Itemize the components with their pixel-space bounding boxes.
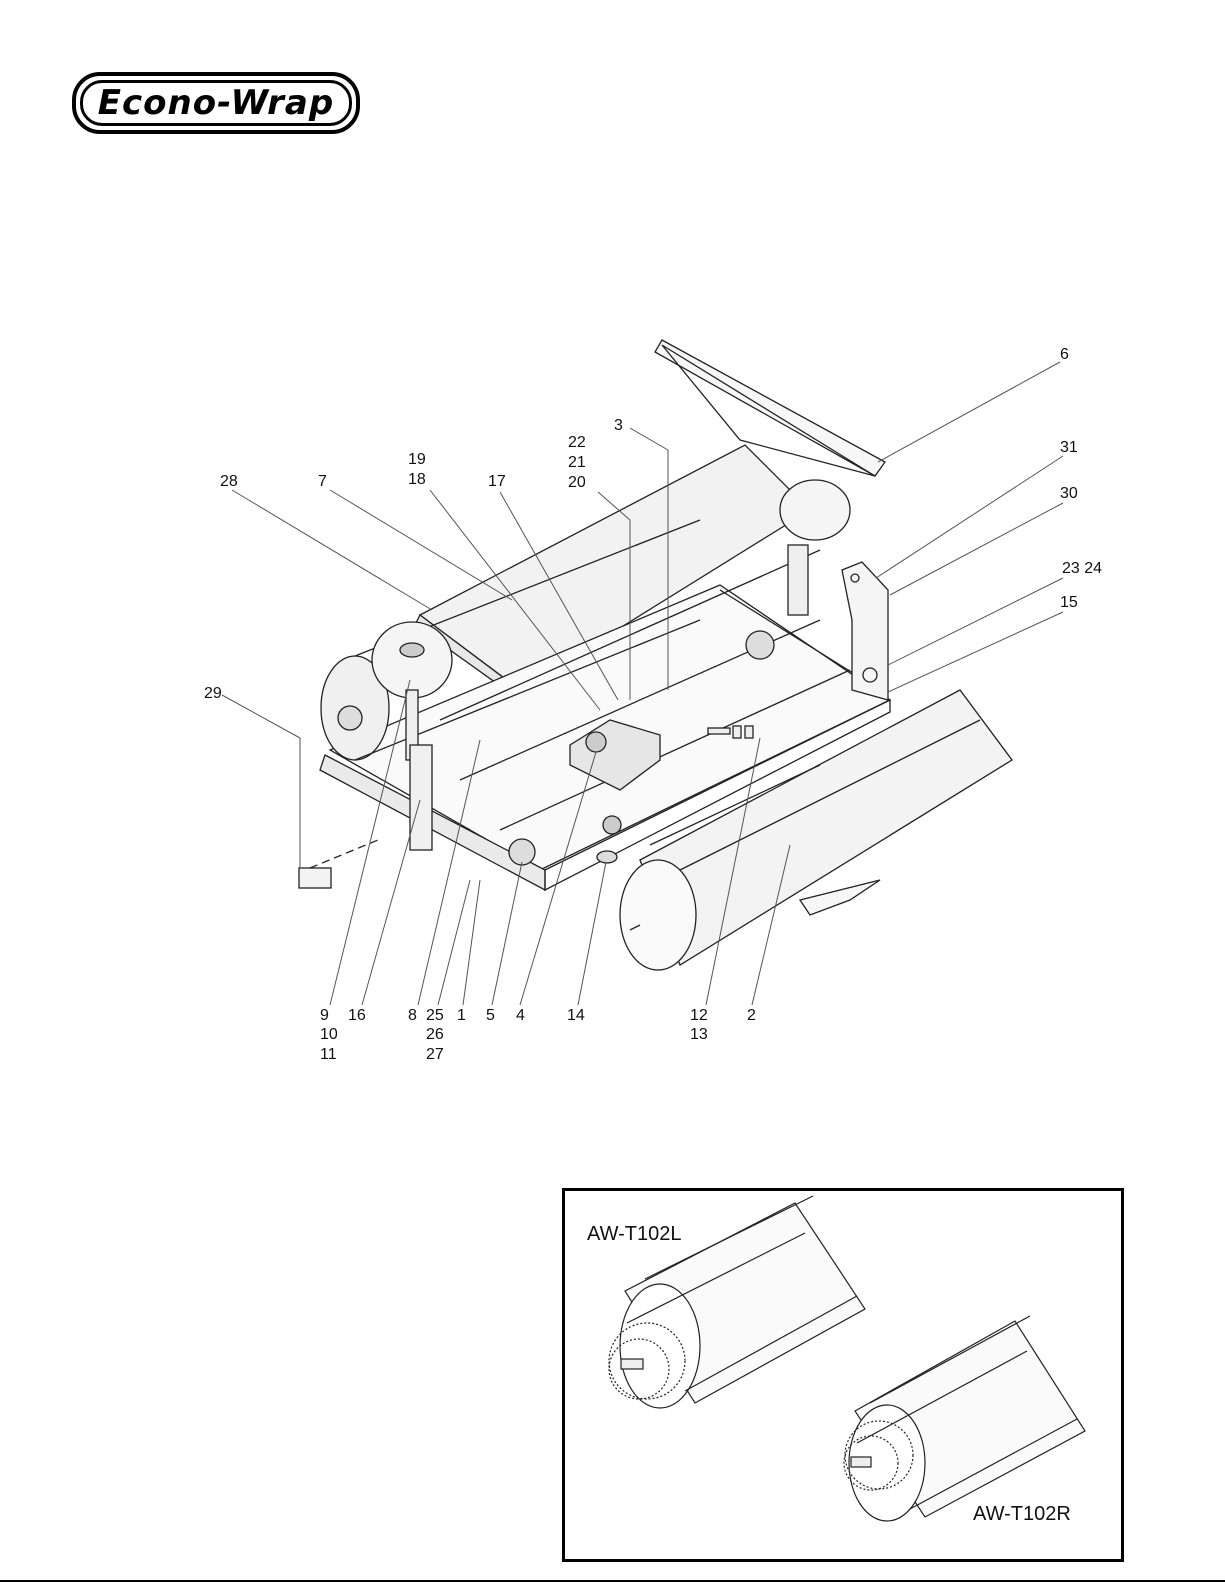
- shaft-left: [621, 1359, 643, 1369]
- callout-29: 29: [204, 685, 222, 702]
- left-leg-tube: [410, 745, 432, 850]
- center-bearing: [586, 732, 606, 752]
- frame-drawing: [299, 340, 1012, 970]
- callout-18: 18: [408, 471, 426, 488]
- left-bearing: [338, 706, 362, 730]
- callout-31: 31: [1060, 439, 1078, 456]
- drum-end: [620, 860, 696, 970]
- leader-7: [330, 490, 512, 600]
- callout-14: 14: [567, 1007, 585, 1024]
- leader-30: [890, 503, 1063, 595]
- callout-30: 30: [1060, 485, 1078, 502]
- callout-2: 2: [747, 1007, 756, 1024]
- callout-1: 1: [457, 1007, 466, 1024]
- shaft-right: [851, 1457, 871, 1467]
- leader-3a: [630, 428, 668, 450]
- right-wheel: [780, 480, 850, 540]
- left-wheel: [372, 622, 452, 698]
- callout-3: 3: [614, 417, 623, 434]
- leader-6: [878, 362, 1060, 462]
- callout-28: 28: [220, 473, 238, 490]
- leader-29a: [222, 695, 300, 738]
- callout-27: 27: [426, 1046, 444, 1063]
- callout-15: 15: [1060, 594, 1078, 611]
- callout-17: 17: [488, 473, 506, 490]
- roller-right: [844, 1316, 1085, 1521]
- leader-5: [492, 862, 522, 1005]
- callout-19: 19: [408, 451, 426, 468]
- page-bottom-rule: [0, 1580, 1225, 1582]
- bearing-part: [603, 816, 621, 834]
- leader-28: [232, 490, 432, 610]
- pin-part: [708, 728, 730, 734]
- top-plate-brace: [662, 345, 875, 476]
- callout-9: 9: [320, 1007, 329, 1024]
- callout-6: 6: [1060, 346, 1069, 363]
- washer-2: [745, 726, 753, 738]
- callout-25: 25: [426, 1007, 444, 1024]
- leader-16: [362, 800, 420, 1005]
- washer-1: [733, 726, 741, 738]
- decal-dashed-line: [310, 840, 378, 868]
- leader-31: [876, 456, 1063, 578]
- front-pillow-block: [509, 839, 535, 865]
- callout-11: 11: [320, 1046, 337, 1063]
- inset-drawing: [565, 1191, 1121, 1559]
- roller-left: [609, 1196, 865, 1408]
- tongue-bar: [800, 880, 880, 915]
- callout-5: 5: [486, 1007, 495, 1024]
- callout-23-24: 23 24: [1062, 560, 1102, 577]
- callout-10: 10: [320, 1026, 338, 1043]
- callout-16: 16: [348, 1007, 366, 1024]
- decal-plate: [299, 868, 331, 888]
- top-plate: [655, 340, 885, 476]
- roller-inset-box: AW-T102L AW-T102R: [562, 1188, 1124, 1562]
- right-pillow-block: [746, 631, 774, 659]
- callout-8: 8: [408, 1007, 417, 1024]
- callout-7: 7: [318, 473, 327, 490]
- right-leg-tube: [788, 545, 808, 615]
- callout-13: 13: [690, 1026, 708, 1043]
- callout-22: 22: [568, 434, 586, 451]
- callout-12: 12: [690, 1007, 708, 1024]
- callout-20: 20: [568, 474, 586, 491]
- left-wheel-hub: [400, 643, 424, 657]
- seal-ring: [597, 851, 617, 863]
- callout-4: 4: [516, 1007, 525, 1024]
- callout-21: 21: [568, 454, 586, 471]
- leader-14: [578, 862, 606, 1005]
- callout-26: 26: [426, 1026, 444, 1043]
